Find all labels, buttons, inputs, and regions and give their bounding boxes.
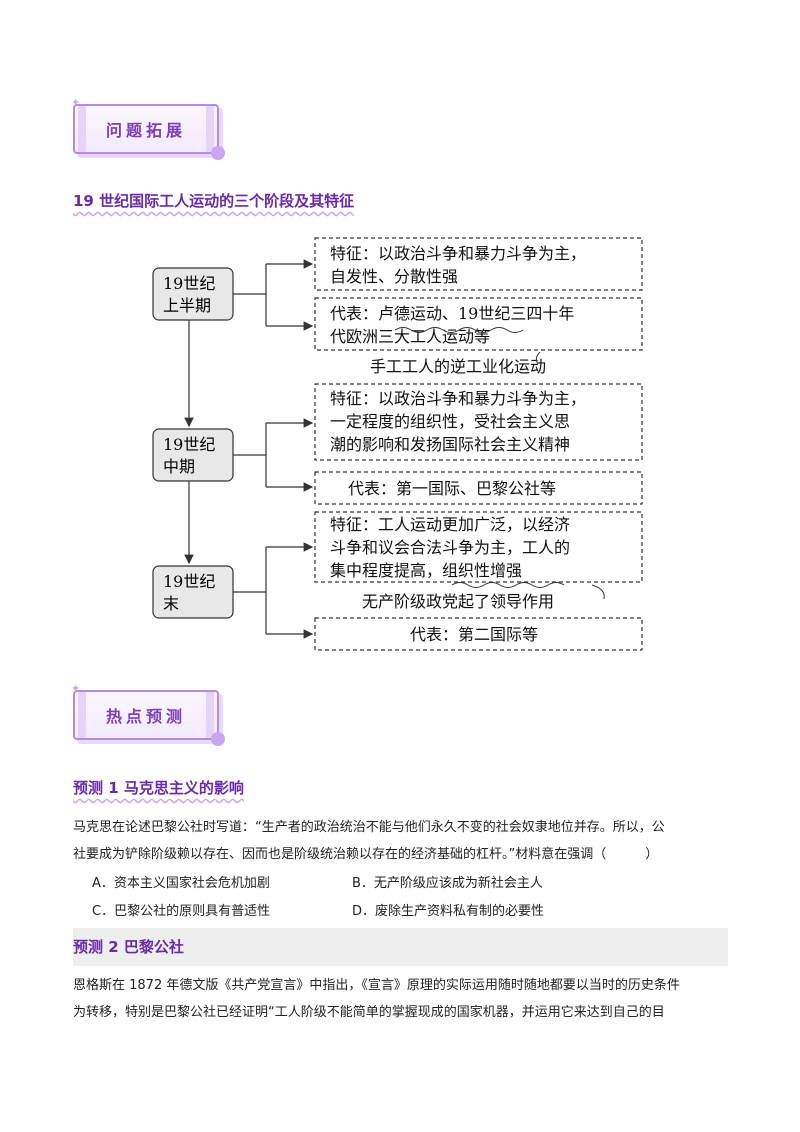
- option-a: A．资本主义国家社会危机加剧: [92, 876, 270, 891]
- representative-box: [314, 471, 643, 505]
- section-banner-predict: ✦ 热点预测: [71, 682, 225, 746]
- svg-text:末: 末: [163, 594, 179, 613]
- svg-text:代表：卢德运动、19世纪三四十年: 代表：卢德运动、19世纪三四十年: [330, 304, 574, 323]
- feature-box: [314, 511, 643, 583]
- representative-box: [314, 617, 643, 651]
- svg-text:19世纪: 19世纪: [163, 274, 215, 293]
- stage-box: 19世纪 中期: [152, 428, 234, 482]
- stage-box: 19世纪 末: [152, 565, 234, 619]
- svg-text:一定程度的组织性，受社会主义思: 一定程度的组织性，受社会主义思: [330, 412, 570, 431]
- material-text: 恩格斯在 1872 年德文版《共产党宣言》中指出，《宣言》原理的实际运用随时随地…: [73, 978, 680, 1020]
- svg-text:斗争和议会合法斗争为主，工人的: 斗争和议会合法斗争为主，工人的: [330, 538, 570, 557]
- section-title: 热点预测: [105, 707, 186, 726]
- feature-box: [314, 383, 643, 461]
- svg-text:19世纪: 19世纪: [163, 435, 215, 454]
- prediction-heading: 预测 2 巴黎公社: [73, 938, 184, 956]
- branch-connector: [233, 423, 267, 487]
- svg-text:代表：第一国际、巴黎公社等: 代表：第一国际、巴黎公社等: [348, 479, 556, 498]
- diagram-note: 手工工人的逆工业化运动: [370, 357, 546, 376]
- section-title: 问题拓展: [105, 121, 186, 140]
- branch-connector: [233, 264, 267, 326]
- svg-text:19世纪: 19世纪: [163, 572, 215, 591]
- svg-text:代欧洲三大工人运动等: 代欧洲三大工人运动等: [330, 327, 490, 346]
- stage-box: 19世纪 上半期: [152, 267, 234, 321]
- svg-text:中期: 中期: [163, 457, 195, 476]
- svg-text:代表：第二国际等: 代表：第二国际等: [410, 625, 538, 644]
- wavy-annotation: [535, 351, 541, 365]
- option-c: C．巴黎公社的原则具有普适性: [92, 904, 271, 919]
- sparkle-icon: ✦: [71, 682, 81, 695]
- svg-text:潮的影响和发扬国际社会主义精神: 潮的影响和发扬国际社会主义精神: [330, 435, 570, 454]
- option-b: B．无产阶级应该成为新社会主人: [352, 876, 543, 891]
- svg-text:特征：以政治斗争和暴力斗争为主，: 特征：以政治斗争和暴力斗争为主，: [330, 244, 586, 263]
- wavy-annotation: [591, 584, 605, 600]
- question-text: 马克思在论述巴黎公社时写道：“生产者的政治统治不能与他们永久不变的社会奴隶地位并…: [73, 820, 665, 862]
- decorative-dot-icon: [211, 146, 225, 160]
- sparkle-icon: ✦: [71, 96, 81, 109]
- svg-text:上半期: 上半期: [163, 296, 211, 315]
- stage-diagram: 19世纪 上半期 19世纪 中期 19世纪 末 特征：以政治斗争和暴力斗争: [152, 237, 643, 651]
- topic-heading: 19 世纪国际工人运动的三个阶段及其特征: [73, 192, 355, 210]
- heading-band: [73, 928, 728, 966]
- diagram-note: 无产阶级政党起了领导作用: [362, 592, 554, 611]
- prediction-heading: 预测 1 马克思主义的影响: [73, 779, 244, 797]
- feature-box: [314, 237, 643, 291]
- svg-text:特征：以政治斗争和暴力斗争为主，: 特征：以政治斗争和暴力斗争为主，: [330, 389, 586, 408]
- svg-text:特征：工人运动更加广泛，以经济: 特征：工人运动更加广泛，以经济: [330, 515, 570, 534]
- decorative-dot-icon: [211, 732, 225, 746]
- representative-box: [314, 297, 643, 351]
- branch-connector: [233, 547, 267, 634]
- option-d: D．废除生产资料私有制的必要性: [352, 904, 545, 919]
- wavy-annotation: [451, 582, 565, 588]
- svg-text:自发性、分散性强: 自发性、分散性强: [330, 267, 458, 286]
- section-banner-expand: ✦ 问题拓展: [71, 96, 225, 160]
- svg-text:集中程度提高，组织性增强: 集中程度提高，组织性增强: [330, 561, 522, 580]
- wavy-annotation: [394, 327, 524, 333]
